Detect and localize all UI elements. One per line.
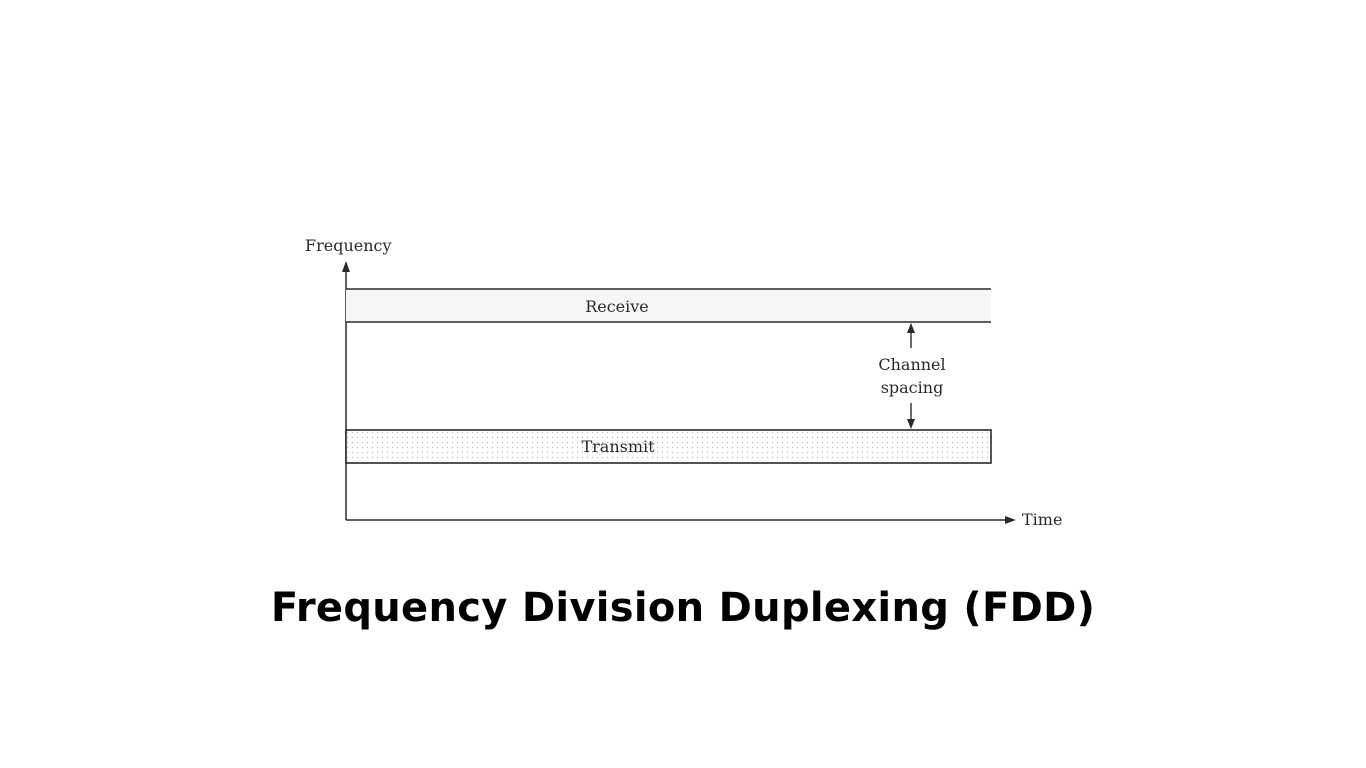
receive-band [346, 289, 991, 322]
page-title: Frequency Division Duplexing (FDD) [270, 585, 1096, 631]
channel-spacing-arrowhead-down-icon [907, 419, 915, 429]
time-axis-label: Time [1022, 510, 1062, 529]
receive-band-label: Receive [585, 297, 649, 316]
channel-spacing-label-line1: Channel [878, 355, 945, 374]
frequency-axis-label: Frequency [305, 236, 392, 255]
channel-spacing-label-line2: spacing [881, 378, 944, 397]
channel-spacing-arrowhead-up-icon [907, 323, 915, 333]
transmit-band-label: Transmit [581, 437, 655, 456]
time-axis-arrowhead [1005, 516, 1016, 524]
transmit-band [345, 429, 992, 464]
frequency-axis-arrowhead [342, 261, 350, 272]
